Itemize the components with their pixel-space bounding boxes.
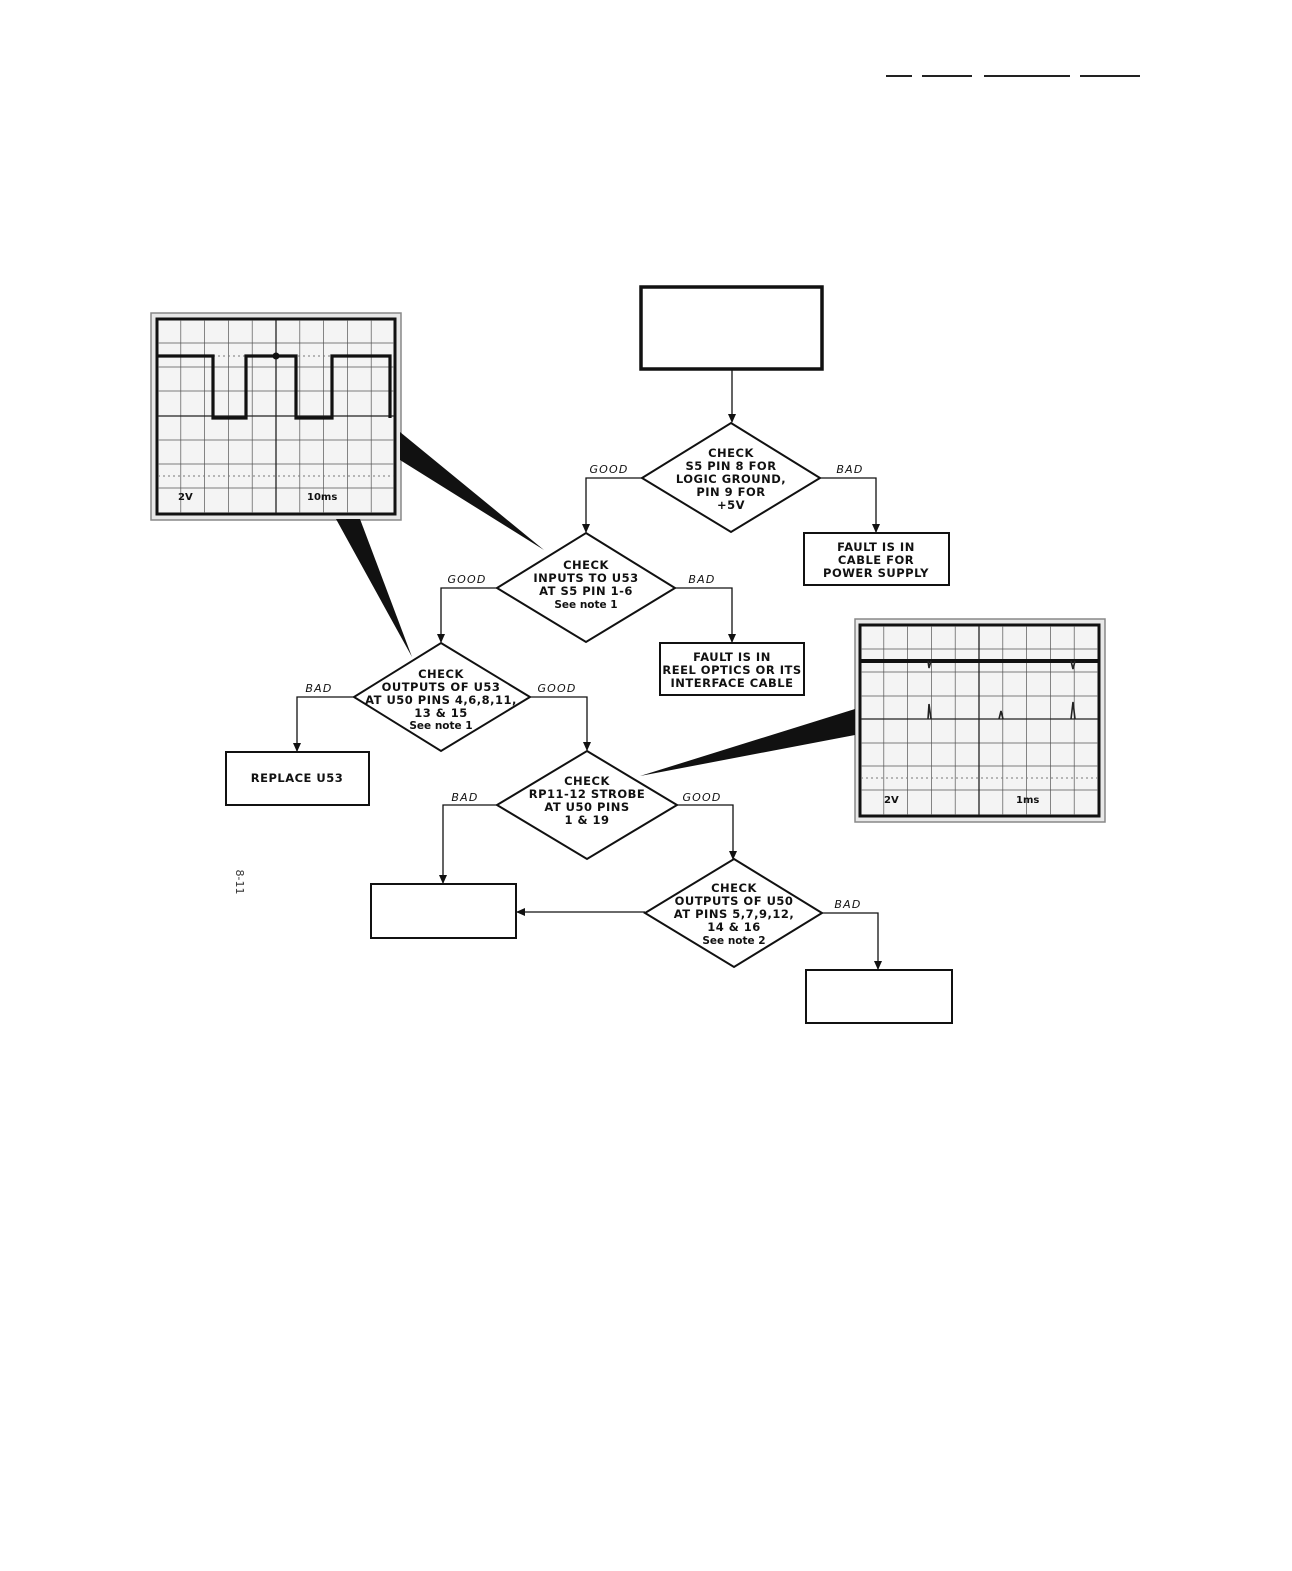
- scope-2-volts: 2V: [884, 795, 899, 806]
- edge-label-bad: BAD: [451, 791, 478, 804]
- decision-text-line: PIN 9 FOR: [696, 485, 765, 499]
- decision-text-line: S5 PIN 8 FOR: [685, 459, 776, 473]
- scope-2-pointer-to-strobe: [640, 709, 855, 776]
- result-text-line: POWER SUPPLY: [823, 566, 929, 580]
- decision-text-line: RP11-12 STROBE: [529, 787, 645, 801]
- decision-text-line: CHECK: [563, 558, 609, 572]
- oscilloscope-trace-1: 2V 10ms: [151, 313, 401, 520]
- oscilloscope-trace-2: 2V 1ms: [855, 619, 1105, 822]
- edge-label-bad: BAD: [834, 898, 861, 911]
- decision-outputs-u53: CHECK OUTPUTS OF U53 AT U50 PINS 4,6,8,1…: [354, 643, 530, 751]
- edge-label-bad: BAD: [836, 463, 863, 476]
- edge-label-good: GOOD: [589, 463, 628, 476]
- result-text-line: CABLE FOR: [838, 553, 914, 567]
- edge-label-good: GOOD: [447, 573, 486, 586]
- result-text-line: REEL OPTICS OR ITS: [662, 663, 801, 677]
- edge-label-bad: BAD: [305, 682, 332, 695]
- result-replace-u53: REPLACE U53: [226, 752, 369, 805]
- decision-text-line: AT U50 PINS: [544, 800, 629, 814]
- edge-label-good: GOOD: [682, 791, 721, 804]
- decision-note: See note 1: [554, 599, 617, 611]
- scope-1-volts: 2V: [178, 492, 193, 503]
- edge-label-bad: BAD: [688, 573, 715, 586]
- decision-text-line: CHECK: [708, 446, 754, 460]
- decision-text-line: AT S5 PIN 1-6: [539, 584, 633, 598]
- decision-outputs-u50: CHECK OUTPUTS OF U50 AT PINS 5,7,9,12, 1…: [645, 859, 822, 967]
- decision-text-line: CHECK: [418, 667, 464, 681]
- decision-logic-ground-check: CHECK S5 PIN 8 FOR LOGIC GROUND, PIN 9 F…: [642, 423, 820, 532]
- scope-1-pointer-to-inputs: [400, 432, 544, 550]
- scope-1-pointer-to-outputs: [336, 519, 412, 657]
- result-power-supply-cable: FAULT IS IN CABLE FOR POWER SUPPLY: [804, 533, 949, 585]
- decision-text-line: AT PINS 5,7,9,12,: [674, 907, 794, 921]
- start-box: [641, 287, 822, 369]
- decision-inputs-u53: CHECK INPUTS TO U53 AT S5 PIN 1-6 See no…: [497, 533, 675, 642]
- result-text-line: REPLACE U53: [251, 771, 344, 785]
- decision-text-line: AT U50 PINS 4,6,8,11,: [365, 693, 517, 707]
- decision-text-line: 1 & 19: [564, 813, 609, 827]
- decision-text-line: OUTPUTS OF U53: [382, 680, 501, 694]
- result-reel-optics: FAULT IS IN REEL OPTICS OR ITS INTERFACE…: [660, 643, 804, 695]
- decision-text-line: OUTPUTS OF U50: [675, 894, 794, 908]
- result-box-blank-right: [806, 970, 952, 1023]
- decision-text-line: INPUTS TO U53: [533, 571, 638, 585]
- page-number: 8-11: [233, 870, 246, 895]
- edge-label-good: GOOD: [537, 682, 576, 695]
- decision-strobe-check: CHECK RP11-12 STROBE AT U50 PINS 1 & 19: [497, 751, 677, 859]
- scope-1-timebase: 10ms: [307, 492, 337, 503]
- result-text-line: INTERFACE CABLE: [671, 676, 794, 690]
- decision-note: See note 1: [409, 720, 472, 732]
- result-text-line: FAULT IS IN: [837, 540, 915, 554]
- scope-2-timebase: 1ms: [1016, 795, 1039, 806]
- decision-text-line: 13 & 15: [414, 706, 468, 720]
- decision-text-line: CHECK: [564, 774, 610, 788]
- result-text-line: FAULT IS IN: [693, 650, 771, 664]
- decision-text-line: CHECK: [711, 881, 757, 895]
- decision-text-line: +5V: [717, 498, 745, 512]
- decision-text-line: 14 & 16: [707, 920, 761, 934]
- decision-note: See note 2: [702, 935, 765, 947]
- result-box-blank-left: [371, 884, 516, 938]
- decision-text-line: LOGIC GROUND,: [676, 472, 786, 486]
